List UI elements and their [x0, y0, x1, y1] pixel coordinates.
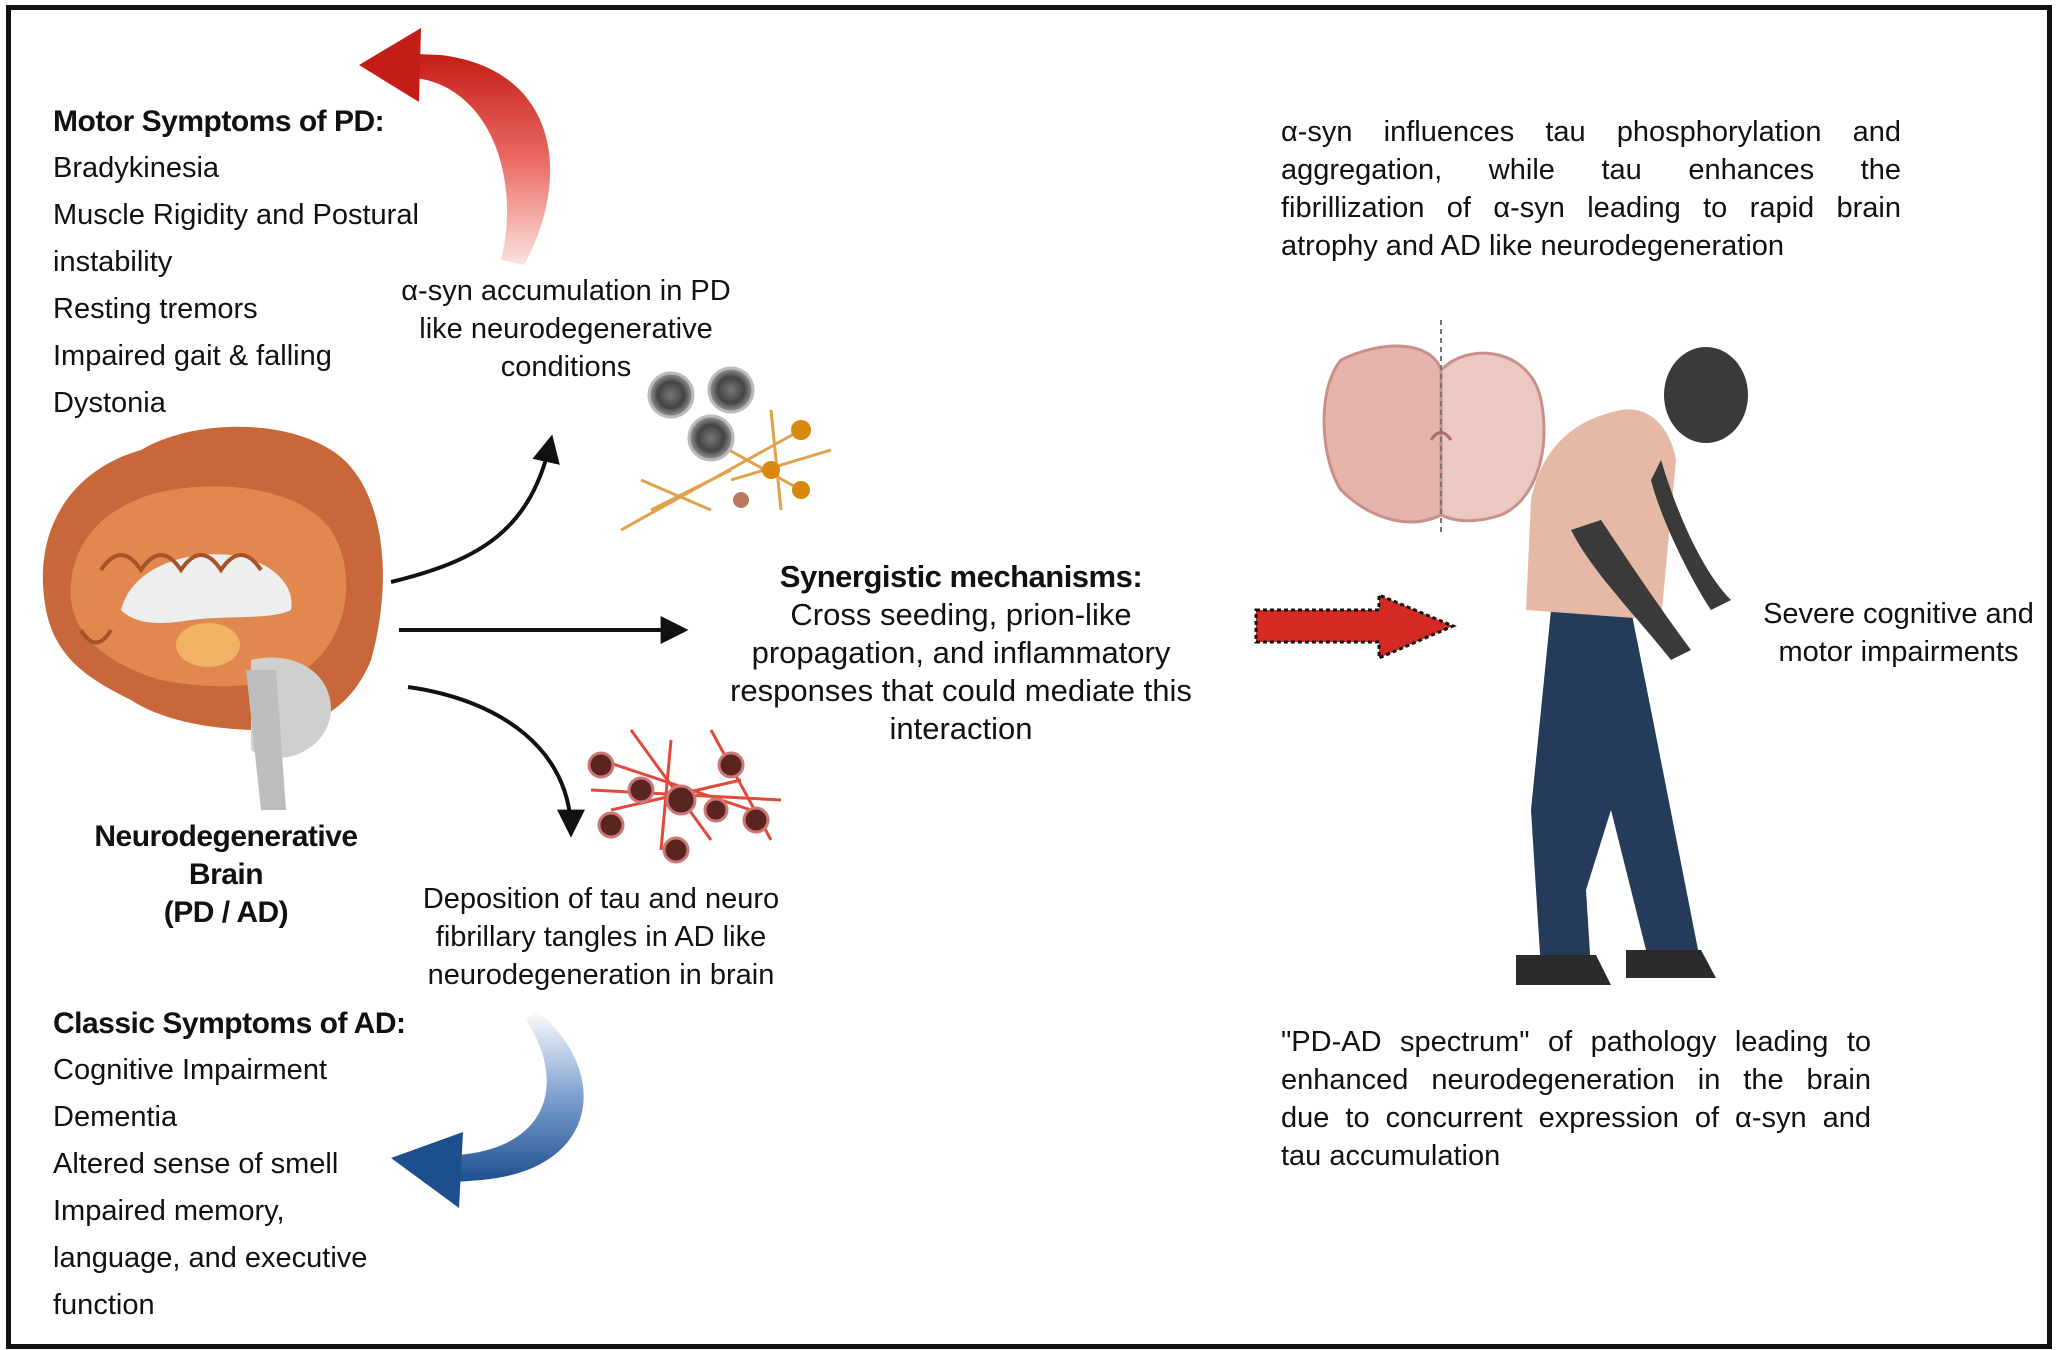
ad-symptom-item: Impaired memory,	[53, 1195, 285, 1227]
ad-symptom-item: Cognitive Impairment	[53, 1054, 327, 1086]
illustration-layer	[42, 28, 1748, 1208]
arrow-to-asyn	[390, 434, 560, 584]
figure-frame: Motor Symptoms of PD: Bradykinesia Muscl…	[6, 5, 2052, 1349]
arrow-to-tau	[407, 685, 585, 838]
asyn-accumulation-caption: α-syn accumulation in PD like neurodegen…	[401, 275, 731, 383]
motor-symptom-item: Resting tremors	[53, 293, 258, 325]
classic-symptoms-title: Classic Symptoms of AD:	[53, 1007, 406, 1040]
red-curved-arrow	[359, 28, 551, 265]
motor-symptoms-title: Motor Symptoms of PD:	[53, 105, 385, 138]
brain-label: Neurodegenerative Brain (PD / AD)	[94, 820, 358, 929]
severe-impairments-caption: Severe cognitive and motor impairments	[1763, 598, 2034, 668]
classic-symptoms-ad: Classic Symptoms of AD: Cognitive Impair…	[53, 1000, 406, 1329]
asyn-cells-illustration	[620, 366, 832, 532]
motor-symptom-item: Muscle Rigidity and Postural	[53, 199, 419, 231]
tau-tangles-illustration	[587, 729, 782, 864]
blue-curved-arrow	[391, 1010, 584, 1208]
ad-symptom-item: function	[53, 1289, 155, 1321]
asyn-tau-interaction-text: α-syn influences tau phosphorylation and…	[1281, 116, 1901, 262]
motor-symptom-item: Bradykinesia	[53, 152, 220, 184]
motor-symptom-item: Dystonia	[53, 387, 166, 419]
motor-symptoms-pd: Motor Symptoms of PD: Bradykinesia Muscl…	[53, 98, 419, 427]
red-block-arrow	[1254, 592, 1457, 661]
ad-symptom-item: language, and executive	[53, 1242, 368, 1274]
synergy-title: Synergistic mechanisms:	[779, 559, 1143, 594]
elderly-man-illustration	[1516, 347, 1748, 985]
pd-ad-spectrum-text: "PD-AD spectrum" of pathology leading to…	[1281, 1026, 1871, 1172]
motor-symptom-item: Impaired gait & falling	[53, 340, 332, 372]
motor-symptom-item: instability	[53, 246, 173, 278]
coronal-brain-illustration	[1322, 320, 1546, 535]
tau-deposition-caption: Deposition of tau and neuro fibrillary t…	[422, 883, 780, 991]
ad-symptom-item: Altered sense of smell	[53, 1148, 339, 1180]
brain-illustration	[42, 426, 383, 810]
ad-symptom-item: Dementia	[53, 1101, 178, 1133]
synergistic-mechanisms: Synergistic mechanisms: Cross seeding, p…	[681, 558, 1241, 748]
